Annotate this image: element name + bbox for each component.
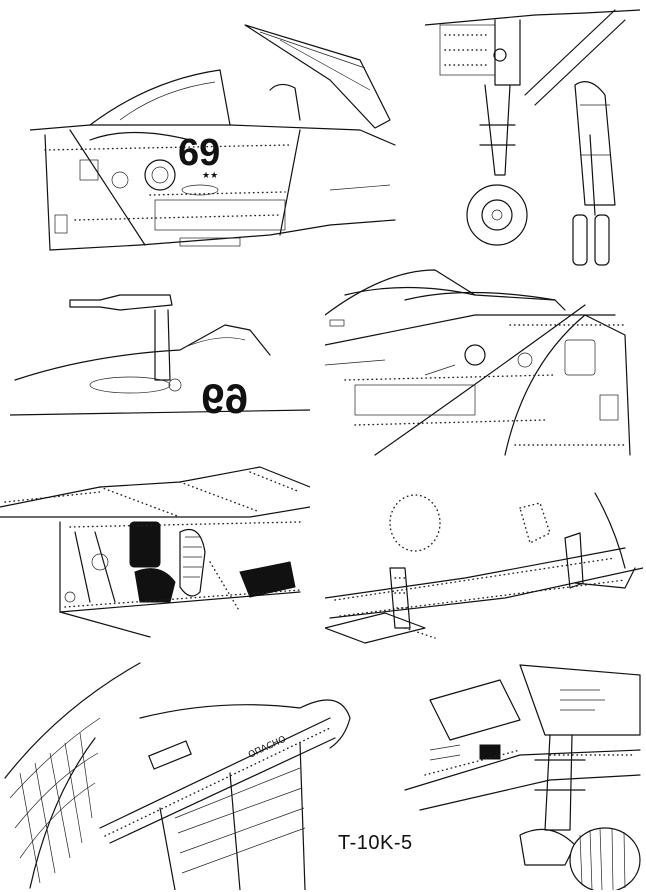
intake-ramp-drawing	[325, 488, 643, 648]
intake-ramp-svg	[325, 492, 643, 644]
nose-gear-svg	[425, 9, 640, 266]
cockpit-right-svg	[325, 269, 631, 456]
sheet-caption: T-10K-5	[338, 832, 413, 854]
side-number-69: 69	[178, 132, 220, 174]
star-marks: ★★	[202, 170, 218, 180]
main-gear-drawing	[400, 660, 642, 890]
cockpit-side-svg: 69 ★★	[30, 24, 396, 251]
refuel-probe-svg: 69	[10, 294, 310, 422]
nose-gear-drawing	[425, 5, 640, 267]
main-gear-svg	[404, 664, 641, 890]
cockpit-side-drawing-left: 69 ★★	[30, 20, 400, 260]
engine-bay-svg	[0, 466, 310, 638]
danger-stencil: ОПАСНО	[247, 735, 288, 761]
nozzle-svg: ОПАСНО	[4, 662, 351, 890]
side-number-69-mirrored: 69	[201, 375, 248, 422]
engine-bay-drawing	[0, 462, 310, 642]
cockpit-side-drawing-right	[325, 265, 640, 465]
nozzle-drawing: ОПАСНО	[0, 658, 360, 890]
refuel-probe-drawing: 69	[10, 285, 310, 425]
